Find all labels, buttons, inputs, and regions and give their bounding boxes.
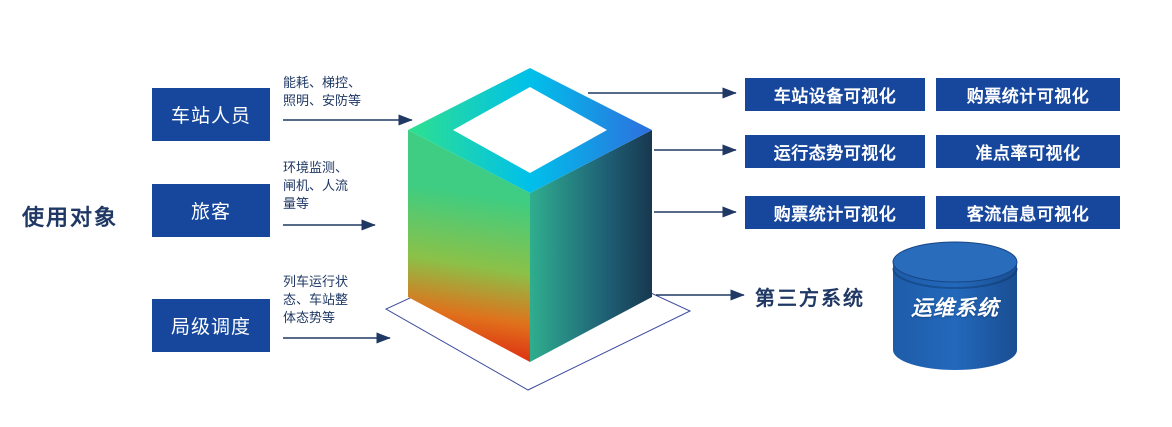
ops-system-cylinder	[892, 241, 1018, 370]
cylinder-rim-line	[892, 267, 1018, 289]
note-line: 体态势等	[283, 310, 336, 325]
note-line: 照明、安防等	[283, 93, 362, 108]
note-line: 环境监测、	[283, 160, 349, 175]
note-dispatch: 列车运行状 态、车站整 体态势等	[283, 273, 395, 327]
box-label: 客流信息可视化	[966, 205, 1090, 224]
box-ticket-stats-vis-2: 购票统计可视化	[745, 196, 925, 229]
box-label: 购票统计可视化	[966, 87, 1090, 106]
page-title: 使用对象	[22, 205, 119, 230]
cube-left-face	[408, 130, 530, 362]
note-line: 量等	[283, 196, 310, 211]
cylinder-body	[893, 262, 1017, 370]
box-passenger-flow-vis: 客流信息可视化	[936, 196, 1120, 229]
box-ticket-stats-vis: 购票统计可视化	[936, 78, 1120, 111]
box-operation-status-vis: 运行态势可视化	[745, 135, 925, 168]
box-label: 购票统计可视化	[773, 205, 897, 224]
box-label: 准点率可视化	[975, 144, 1081, 163]
note-station-staff: 能耗、梯控、 照明、安防等	[283, 74, 395, 110]
box-station-equipment-vis: 车站设备可视化	[745, 78, 925, 111]
left-box-passengers: 旅客	[152, 184, 270, 237]
note-line: 列车运行状	[283, 274, 349, 289]
left-box-dispatch-label: 局级调度	[170, 317, 251, 338]
left-box-station-staff: 车站人员	[152, 88, 270, 141]
box-label: 车站设备可视化	[773, 87, 897, 106]
left-box-station-staff-label: 车站人员	[170, 106, 251, 127]
cylinder-label: 运维系统	[911, 297, 999, 320]
cube-top-ring	[408, 68, 652, 193]
note-line: 态、车站整	[283, 292, 349, 307]
note-line: 能耗、梯控、	[283, 75, 362, 90]
note-passengers: 环境监测、 闸机、人流 量等	[283, 159, 395, 213]
left-box-dispatch: 局级调度	[152, 299, 270, 352]
third-party-label: 第三方系统	[755, 288, 865, 310]
cylinder-top	[892, 241, 1018, 283]
note-line: 闸机、人流	[283, 178, 349, 193]
box-punctuality-vis: 准点率可视化	[936, 135, 1120, 168]
left-box-passengers-label: 旅客	[190, 202, 231, 223]
box-label: 运行态势可视化	[773, 144, 897, 163]
cube-right-face	[530, 130, 652, 362]
